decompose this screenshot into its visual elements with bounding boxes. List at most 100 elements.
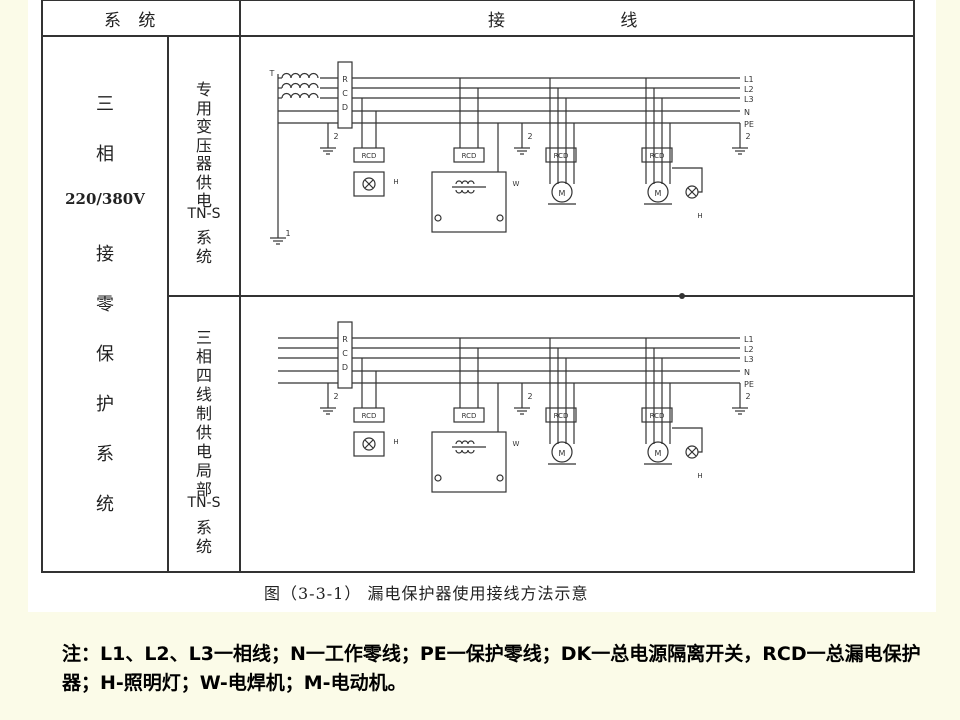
lamp-feed <box>672 167 703 193</box>
junction-dot <box>679 293 685 299</box>
lamp-loop <box>353 171 385 197</box>
rcd-box <box>453 407 485 423</box>
main-rcd <box>337 61 353 129</box>
coil-turn <box>299 92 310 99</box>
source-label: T <box>269 69 275 78</box>
lamp-icon <box>685 445 699 459</box>
ground-label: 2 <box>333 132 338 141</box>
left-label-char: 统 <box>96 494 114 515</box>
lamp-label: H <box>393 438 398 446</box>
rcd-label: RCD <box>650 152 665 160</box>
panel-label-char: 器 <box>195 154 212 173</box>
welder-terminal <box>434 474 442 482</box>
ground-label: 2 <box>527 392 532 401</box>
left-label-char: 系 <box>96 444 114 465</box>
panel-label-char: 线 <box>195 385 212 404</box>
coil-turn <box>281 82 292 89</box>
lamp-label: H <box>697 472 702 480</box>
rcd-label: RCD <box>362 412 377 420</box>
panel-label-char: TN-S <box>187 205 221 222</box>
header-system: 系 统 <box>104 11 162 31</box>
rcd-box <box>353 407 385 423</box>
ground-label: 1 <box>285 229 290 238</box>
panel-label-char: 局 <box>195 461 212 480</box>
left-label-char: 220/380V <box>65 190 145 208</box>
panel-label-char: 统 <box>195 537 212 556</box>
panel-label-char: 相 <box>195 347 212 366</box>
welder-coil <box>467 180 475 185</box>
welder-frame <box>431 171 507 233</box>
motor-icon <box>647 441 669 463</box>
coil-turn <box>308 92 319 99</box>
ground-label: 2 <box>527 132 532 141</box>
panel-label-char: 三 <box>195 328 212 347</box>
left-label-char: 保 <box>96 344 114 365</box>
rcd-label: RCD <box>554 152 569 160</box>
motor-label: M <box>655 449 662 458</box>
lamp-feed <box>672 427 703 453</box>
coil-turn <box>308 72 319 79</box>
line-label: L2 <box>744 345 754 354</box>
coil-turn <box>299 82 310 89</box>
rcd-label: RCD <box>462 152 477 160</box>
rcd-box <box>353 147 385 163</box>
panel-label-char: 系 <box>195 518 212 537</box>
left-label-char: 三 <box>96 94 114 115</box>
lamp-cross <box>687 447 697 457</box>
lamp-loop <box>353 431 385 457</box>
ground-label: 2 <box>745 392 750 401</box>
left-label-char: 接 <box>96 244 114 265</box>
line-label: PE <box>744 120 754 129</box>
panel-label-char: 专 <box>195 80 212 99</box>
welder-coil <box>455 449 463 454</box>
rcd-box <box>545 407 577 423</box>
coil-turn <box>290 92 301 99</box>
line-label: L2 <box>744 85 754 94</box>
motor-icon <box>551 441 573 463</box>
left-label-char: 零 <box>96 294 114 315</box>
panel-label-char: 统 <box>195 246 212 266</box>
lamp-icon <box>685 185 699 199</box>
ground-label: 2 <box>333 392 338 401</box>
welder-label: W <box>513 440 520 448</box>
welder-coil <box>461 440 469 445</box>
welder-coil <box>461 180 469 185</box>
line-label: L3 <box>744 355 754 364</box>
rcd-letter: D <box>342 103 348 112</box>
welder-coil <box>461 449 469 454</box>
lamp-label: H <box>697 212 702 220</box>
footnote: 注：L1、L2、L3一相线；N一工作零线；PE一保护零线；DK一总电源隔离开关，… <box>62 643 921 694</box>
lamp-cross <box>364 179 374 189</box>
motor-label: M <box>559 449 566 458</box>
welder-coil <box>467 440 475 445</box>
left-label-char: 相 <box>96 144 114 165</box>
rcd-letter: R <box>342 335 348 344</box>
rcd-box <box>641 407 673 423</box>
welder-frame <box>431 431 507 493</box>
motor-label: M <box>655 189 662 198</box>
panel-label-char: TN-S <box>187 495 221 511</box>
welder-terminal <box>434 214 442 222</box>
lamp-cross <box>687 187 697 197</box>
left-label-char: 护 <box>96 394 114 415</box>
welder-coil <box>467 189 475 194</box>
coil-turn <box>290 72 301 79</box>
line-label: N <box>744 368 750 377</box>
motor-label: M <box>559 189 566 198</box>
line-label: PE <box>744 380 754 389</box>
figure-caption: 图（3-3-1） 漏电保护器使用接线方法示意 <box>264 584 589 603</box>
left-label-column: 三相 220/380V 接零保护系统 <box>42 36 168 572</box>
ground-label: 2 <box>745 132 750 141</box>
motor-icon <box>551 181 573 203</box>
welder-terminal <box>496 214 504 222</box>
rcd-letter: D <box>342 363 348 372</box>
coil-turn <box>281 72 292 79</box>
main-rcd <box>337 321 353 389</box>
rcd-letter: R <box>342 75 348 84</box>
lamp-label: H <box>393 178 398 186</box>
welder-coil <box>461 189 469 194</box>
